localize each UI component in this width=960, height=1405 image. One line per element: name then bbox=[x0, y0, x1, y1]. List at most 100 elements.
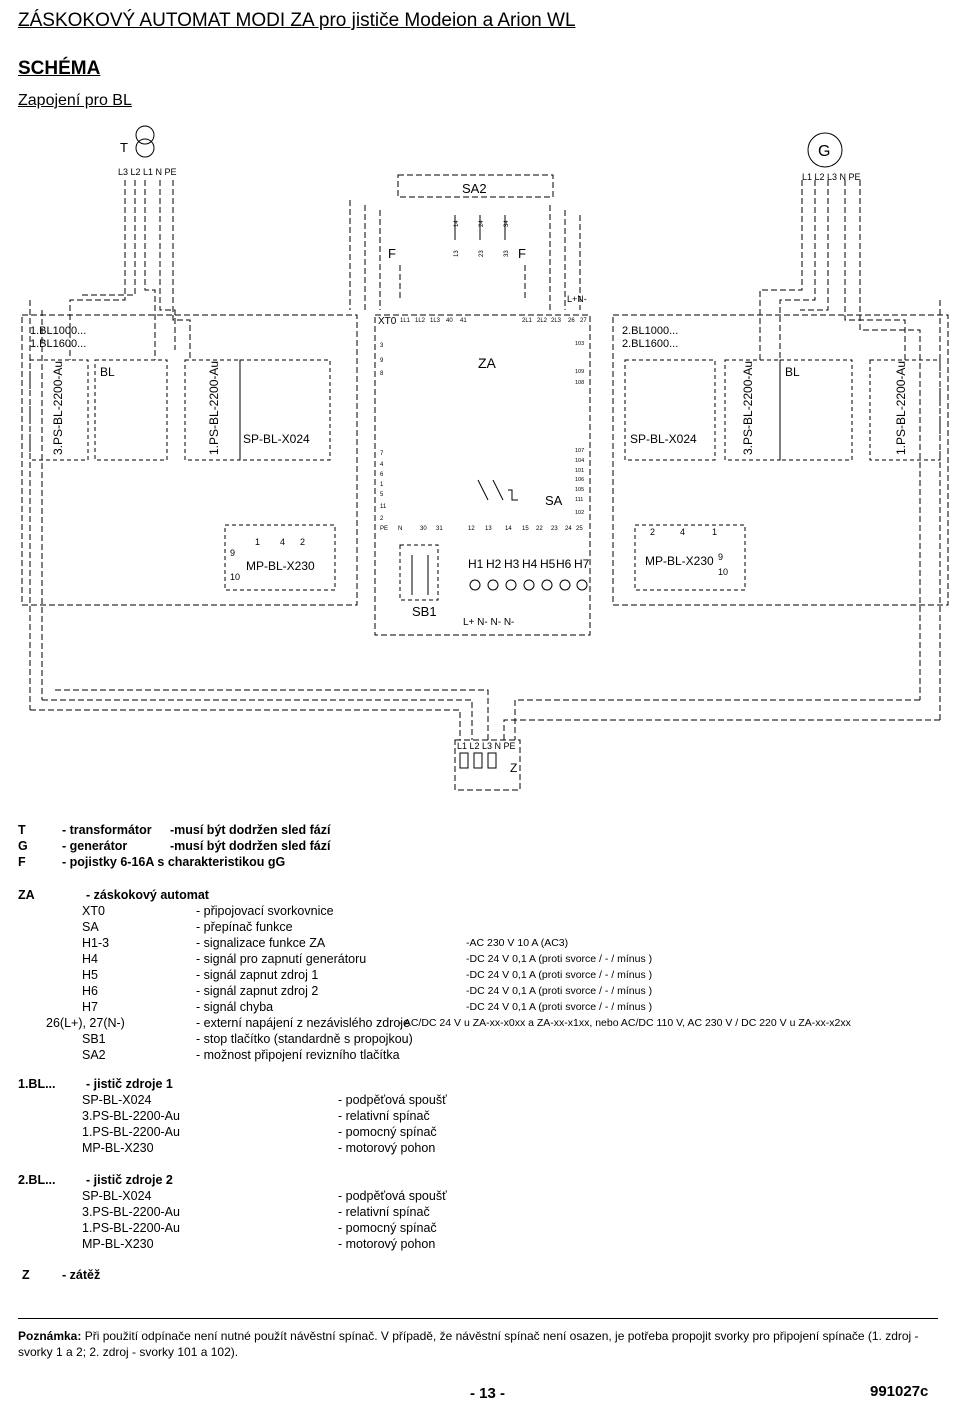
svg-text:1: 1 bbox=[712, 527, 717, 537]
svg-text:40: 40 bbox=[446, 318, 453, 324]
svg-text:1: 1 bbox=[380, 482, 384, 488]
svg-text:1L1: 1L1 bbox=[400, 318, 411, 324]
bl2-item-desc: - motorový pohon bbox=[338, 1237, 436, 1251]
legend-t-key: T bbox=[18, 823, 26, 837]
svg-text:9: 9 bbox=[718, 552, 723, 562]
svg-text:2: 2 bbox=[380, 516, 384, 522]
breaker1-ps1: 1.PS-BL-2200-Au bbox=[207, 361, 221, 455]
za-item-code: SA bbox=[82, 920, 99, 934]
legend-g-key: G bbox=[18, 839, 28, 853]
bl1-item-code: MP-BL-X230 bbox=[82, 1141, 154, 1155]
breaker2-ps3: 3.PS-BL-2200-Au bbox=[741, 361, 755, 455]
za-item-desc: - připojovací svorkovnice bbox=[196, 904, 334, 918]
legend-f-desc: - pojistky 6-16A s charakteristikou gG bbox=[62, 855, 286, 869]
za-item-desc: - přepínač funkce bbox=[196, 920, 293, 934]
za-item-code: H6 bbox=[82, 984, 98, 998]
bl1-item-desc: - relativní spínač bbox=[338, 1109, 430, 1123]
transformer-symbol: T L3 L2 L1 N PE bbox=[118, 125, 177, 177]
svg-text:10: 10 bbox=[718, 567, 728, 577]
svg-text:102: 102 bbox=[575, 510, 584, 516]
sa2-t2: 24 bbox=[479, 220, 485, 227]
xt0-right-terminals: 103 109 108 107 104 101 106 105 111 102 bbox=[575, 341, 584, 516]
sa-label: SA bbox=[545, 493, 563, 508]
svg-text:3: 3 bbox=[380, 343, 384, 349]
za-item-desc: - signál zapnut zdroj 2 bbox=[196, 984, 319, 998]
breaker2-mp: MP-BL-X230 bbox=[645, 554, 714, 568]
svg-text:31: 31 bbox=[436, 526, 443, 532]
load-phases: L1 L2 L3 N PE bbox=[457, 741, 516, 751]
lamp-h6: H6 bbox=[556, 557, 572, 571]
z-key: Z bbox=[22, 1268, 30, 1282]
divider bbox=[18, 1318, 938, 1319]
breaker2-ps1: 1.PS-BL-2200-Au bbox=[894, 361, 908, 455]
lamp-h5: H5 bbox=[540, 557, 556, 571]
svg-text:8: 8 bbox=[380, 371, 384, 377]
breaker1-box bbox=[21, 314, 358, 606]
fuse-wires bbox=[349, 200, 581, 310]
bl2-item-code: 1.PS-BL-2200-Au bbox=[82, 1221, 180, 1235]
svg-text:101: 101 bbox=[575, 468, 584, 474]
za-item-code: H7 bbox=[82, 1000, 98, 1014]
svg-text:11: 11 bbox=[380, 504, 387, 510]
sa2-t1: 14 bbox=[454, 220, 460, 227]
svg-text:2L2: 2L2 bbox=[537, 318, 548, 324]
xt0-bottom-terminals: PE N 30 31 12 13 14 15 22 23 24 25 bbox=[380, 526, 583, 532]
za-item-spec: -DC 24 V 0,1 A (proti svorce / - / mínus… bbox=[466, 985, 653, 997]
svg-text:4: 4 bbox=[680, 527, 685, 537]
svg-text:6: 6 bbox=[380, 472, 384, 478]
za-item-code: H4 bbox=[82, 952, 98, 966]
svg-text:N: N bbox=[398, 526, 402, 532]
wiring-diagram: T L3 L2 L1 N PE G L1 L2 L3 N PE SA2 14 2… bbox=[21, 125, 949, 791]
ext-code: 26(L+), 27(N-) bbox=[46, 1016, 125, 1030]
svg-text:103: 103 bbox=[575, 341, 584, 347]
breaker2-box bbox=[612, 314, 949, 606]
sb1-code: SB1 bbox=[82, 1032, 106, 1046]
load-label: Z bbox=[510, 761, 517, 775]
z-desc: - zátěž bbox=[62, 1268, 101, 1282]
load-box bbox=[454, 739, 521, 791]
page-number: - 13 - bbox=[470, 1385, 506, 1402]
legend-f-key: F bbox=[18, 855, 26, 869]
za-item-spec: -DC 24 V 0,1 A (proti svorce / - / mínus… bbox=[466, 1001, 653, 1013]
xt0-left-terminals: 3 9 8 7 4 6 1 5 11 2 bbox=[380, 343, 387, 522]
breaker1-ps3: 3.PS-BL-2200-Au bbox=[51, 361, 65, 455]
legend-za-desc: - záskokový automat bbox=[86, 888, 209, 902]
breaker1-mp: MP-BL-X230 bbox=[246, 559, 315, 573]
sa2-desc: - možnost připojení revizního tlačítka bbox=[196, 1048, 400, 1062]
svg-text:12: 12 bbox=[468, 526, 475, 532]
svg-text:10: 10 bbox=[230, 572, 240, 582]
svg-text:PE: PE bbox=[380, 526, 388, 532]
svg-text:9: 9 bbox=[380, 358, 384, 364]
svg-text:1L2: 1L2 bbox=[415, 318, 426, 324]
za-item-code: XT0 bbox=[82, 904, 105, 918]
note-text: Při použití odpínače není nutné použít n… bbox=[18, 1329, 919, 1359]
svg-text:2: 2 bbox=[650, 527, 655, 537]
document-title: ZÁSKOKOVÝ AUTOMAT MODI ZA pro jističe Mo… bbox=[18, 10, 576, 31]
svg-text:22: 22 bbox=[536, 526, 543, 532]
za-item-code: H5 bbox=[82, 968, 98, 982]
svg-text:4: 4 bbox=[380, 462, 384, 468]
svg-text:4: 4 bbox=[280, 537, 285, 547]
za-item-spec: -DC 24 V 0,1 A (proti svorce / - / mínus… bbox=[466, 969, 653, 981]
fuse-left-label: F bbox=[388, 246, 396, 261]
legend-g-note: -musí být dodržen sled fází bbox=[170, 839, 331, 853]
sa2-b2: 23 bbox=[479, 250, 485, 257]
lamp-h4: H4 bbox=[522, 557, 538, 571]
bl1-item-desc: - motorový pohon bbox=[338, 1141, 436, 1155]
svg-text:27: 27 bbox=[580, 318, 587, 324]
bl1-item-desc: - pomocný spínač bbox=[338, 1125, 437, 1139]
generator-phases: L1 L2 L3 N PE bbox=[802, 172, 861, 182]
za-item-code: H1-3 bbox=[82, 936, 110, 950]
generator-label: G bbox=[818, 143, 830, 160]
svg-text:26: 26 bbox=[568, 318, 575, 324]
bl2-item-desc: - relativní spínač bbox=[338, 1205, 430, 1219]
breaker2-bl: BL bbox=[785, 365, 800, 379]
lamp-bottom-labels: L+ N- N- N- bbox=[463, 617, 514, 628]
svg-text:105: 105 bbox=[575, 487, 584, 493]
sa2-b1: 13 bbox=[454, 250, 460, 257]
lamp-h7: H7 bbox=[574, 557, 590, 571]
signal-lamps: H1 H2 H3 H4 H5 H6 H7 L+ N- N- N- bbox=[463, 557, 590, 628]
svg-text:14: 14 bbox=[505, 526, 512, 532]
za-box bbox=[374, 314, 591, 636]
sb1-box bbox=[399, 544, 439, 601]
